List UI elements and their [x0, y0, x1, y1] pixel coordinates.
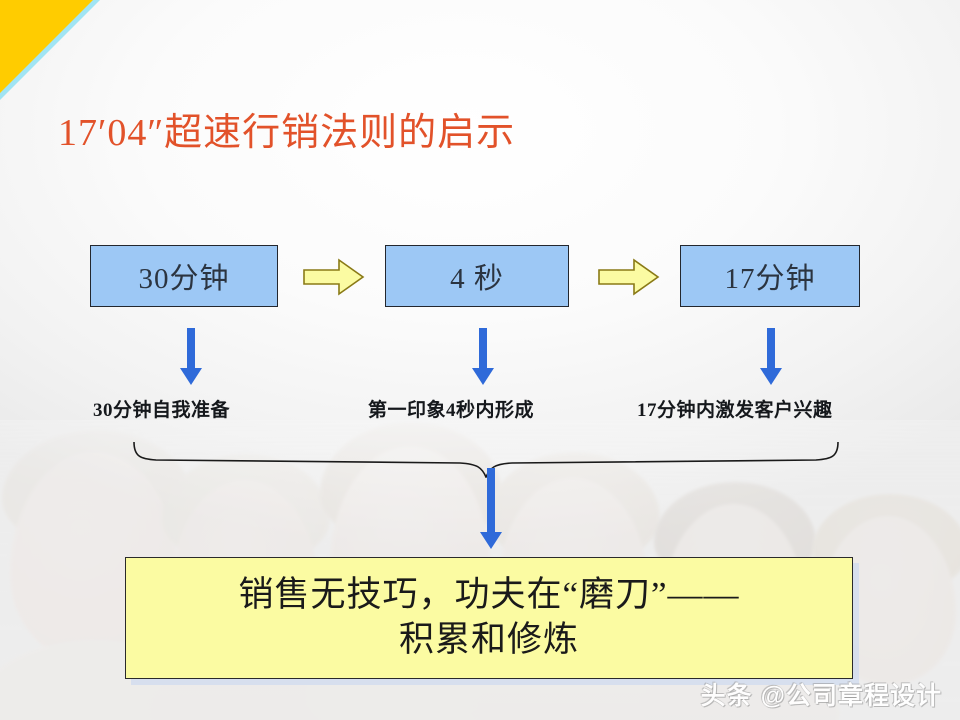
corner-decoration-yellow — [0, 0, 93, 93]
down-arrow-icon-3 — [760, 328, 782, 385]
curly-brace — [133, 441, 839, 478]
stage-box-4sec: 4 秒 — [385, 245, 569, 307]
stage-box-17min-label: 17分钟 — [724, 263, 816, 295]
caption-17min: 17分钟内激发客户兴趣 — [637, 400, 833, 421]
photo-person-3-hair — [320, 422, 502, 546]
photo-person-1-hair — [2, 430, 192, 550]
down-arrow-icon-main — [480, 468, 502, 549]
conclusion-line-2: 积累和修炼 — [398, 620, 579, 659]
down-arrow-icon-1 — [180, 328, 202, 385]
stage-box-4sec-label: 4 秒 — [450, 263, 504, 295]
conclusion-box: 销售无技巧，功夫在“磨刀”—— 积累和修炼 — [125, 557, 853, 679]
caption-4sec: 第一印象4秒内形成 — [368, 400, 535, 421]
photo-person-4-hair — [488, 452, 660, 566]
stage-box-17min: 17分钟 — [680, 245, 860, 307]
down-arrow-icon-2 — [472, 328, 494, 385]
photo-person-2-hair — [162, 454, 330, 566]
stage-box-30min-label: 30分钟 — [138, 263, 230, 295]
conclusion-line-1: 销售无技巧，功夫在“磨刀”—— — [238, 575, 740, 615]
watermark-text: 头条 @公司章程设计 — [700, 682, 942, 710]
page-title: 17′04″超速行销法则的启示 — [58, 112, 516, 154]
right-arrow-icon-1 — [303, 258, 365, 296]
caption-30min: 30分钟自我准备 — [93, 400, 231, 421]
stage-box-30min: 30分钟 — [90, 245, 278, 307]
right-arrow-icon-2 — [598, 258, 660, 296]
